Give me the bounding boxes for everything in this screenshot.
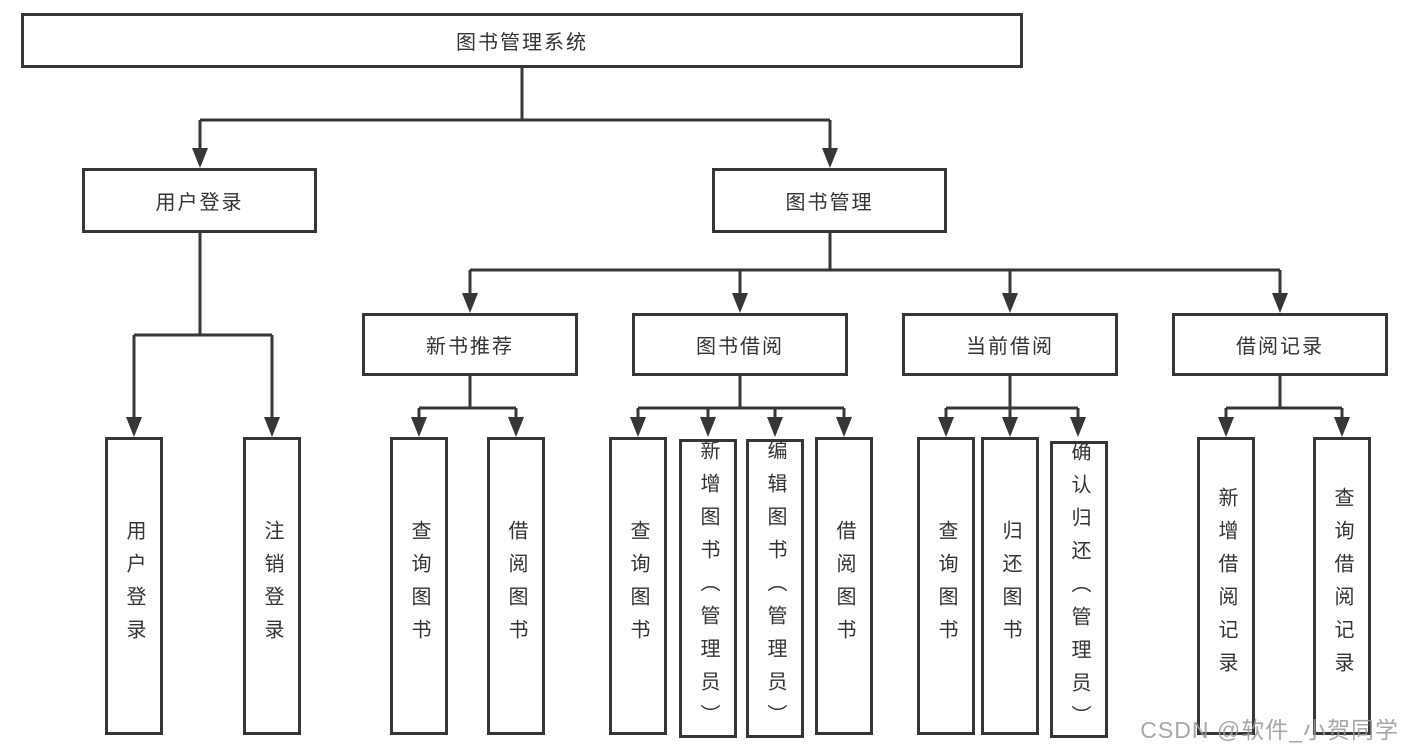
leaf-logout-label: 注销登录	[261, 520, 283, 652]
leaf-borrow-books-recommend-label: 借阅图书	[505, 520, 527, 652]
leaf-confirm-return-admin: 确认归还（管理员）	[1050, 441, 1108, 738]
node-new-book-recommend: 新书推荐	[362, 313, 578, 376]
node-book-management-label: 图书管理	[785, 192, 874, 214]
leaf-add-book-admin: 新增图书（管理员）	[679, 439, 737, 738]
connector-lines	[132, 68, 1344, 417]
leaf-query-books-current-label: 查询图书	[935, 520, 957, 652]
node-borrowing-records: 借阅记录	[1172, 313, 1388, 376]
node-root: 图书管理系统	[21, 13, 1023, 68]
leaf-user-login: 用户登录	[105, 437, 163, 735]
leaf-query-books-borrowing-label: 查询图书	[627, 520, 649, 652]
node-current-borrowing: 当前借阅	[902, 313, 1118, 376]
leaf-return-books: 归还图书	[981, 437, 1039, 735]
leaf-add-borrow-record-label: 新增借阅记录	[1215, 487, 1237, 685]
node-current-borrowing-label: 当前借阅	[966, 336, 1054, 358]
leaf-borrow-books-recommend: 借阅图书	[487, 437, 545, 735]
leaf-confirm-return-admin-label: 确认归还（管理员）	[1068, 441, 1090, 738]
node-new-book-recommend-label: 新书推荐	[426, 336, 514, 358]
leaf-logout: 注销登录	[243, 437, 301, 735]
arrowheads	[126, 148, 1350, 437]
leaf-add-borrow-record: 新增借阅记录	[1197, 437, 1255, 735]
node-book-borrowing: 图书借阅	[632, 313, 848, 376]
leaf-query-borrow-record-label: 查询借阅记录	[1331, 487, 1353, 685]
node-user-login: 用户登录	[82, 168, 317, 233]
leaf-borrow-books-borrowing-label: 借阅图书	[833, 520, 855, 652]
csdn-watermark: CSDN @软件_小贺同学	[1140, 717, 1399, 743]
leaf-user-login-label: 用户登录	[123, 520, 145, 652]
leaf-borrow-books-borrowing: 借阅图书	[815, 437, 873, 735]
leaf-add-book-admin-label: 新增图书（管理员）	[697, 440, 719, 737]
node-root-label: 图书管理系统	[456, 32, 588, 54]
node-book-borrowing-label: 图书借阅	[696, 336, 784, 358]
leaf-edit-book-admin: 编辑图书（管理员）	[746, 439, 804, 738]
leaf-query-books-borrowing: 查询图书	[609, 437, 667, 735]
node-borrowing-records-label: 借阅记录	[1236, 336, 1324, 358]
leaf-query-books-recommend: 查询图书	[390, 437, 448, 735]
leaf-query-borrow-record: 查询借阅记录	[1313, 437, 1371, 735]
leaf-edit-book-admin-label: 编辑图书（管理员）	[764, 440, 786, 737]
leaf-query-books-recommend-label: 查询图书	[408, 520, 430, 652]
leaf-return-books-label: 归还图书	[999, 520, 1021, 652]
node-user-login-label: 用户登录	[155, 192, 244, 214]
leaf-query-books-current: 查询图书	[917, 437, 975, 735]
node-book-management: 图书管理	[712, 168, 947, 233]
